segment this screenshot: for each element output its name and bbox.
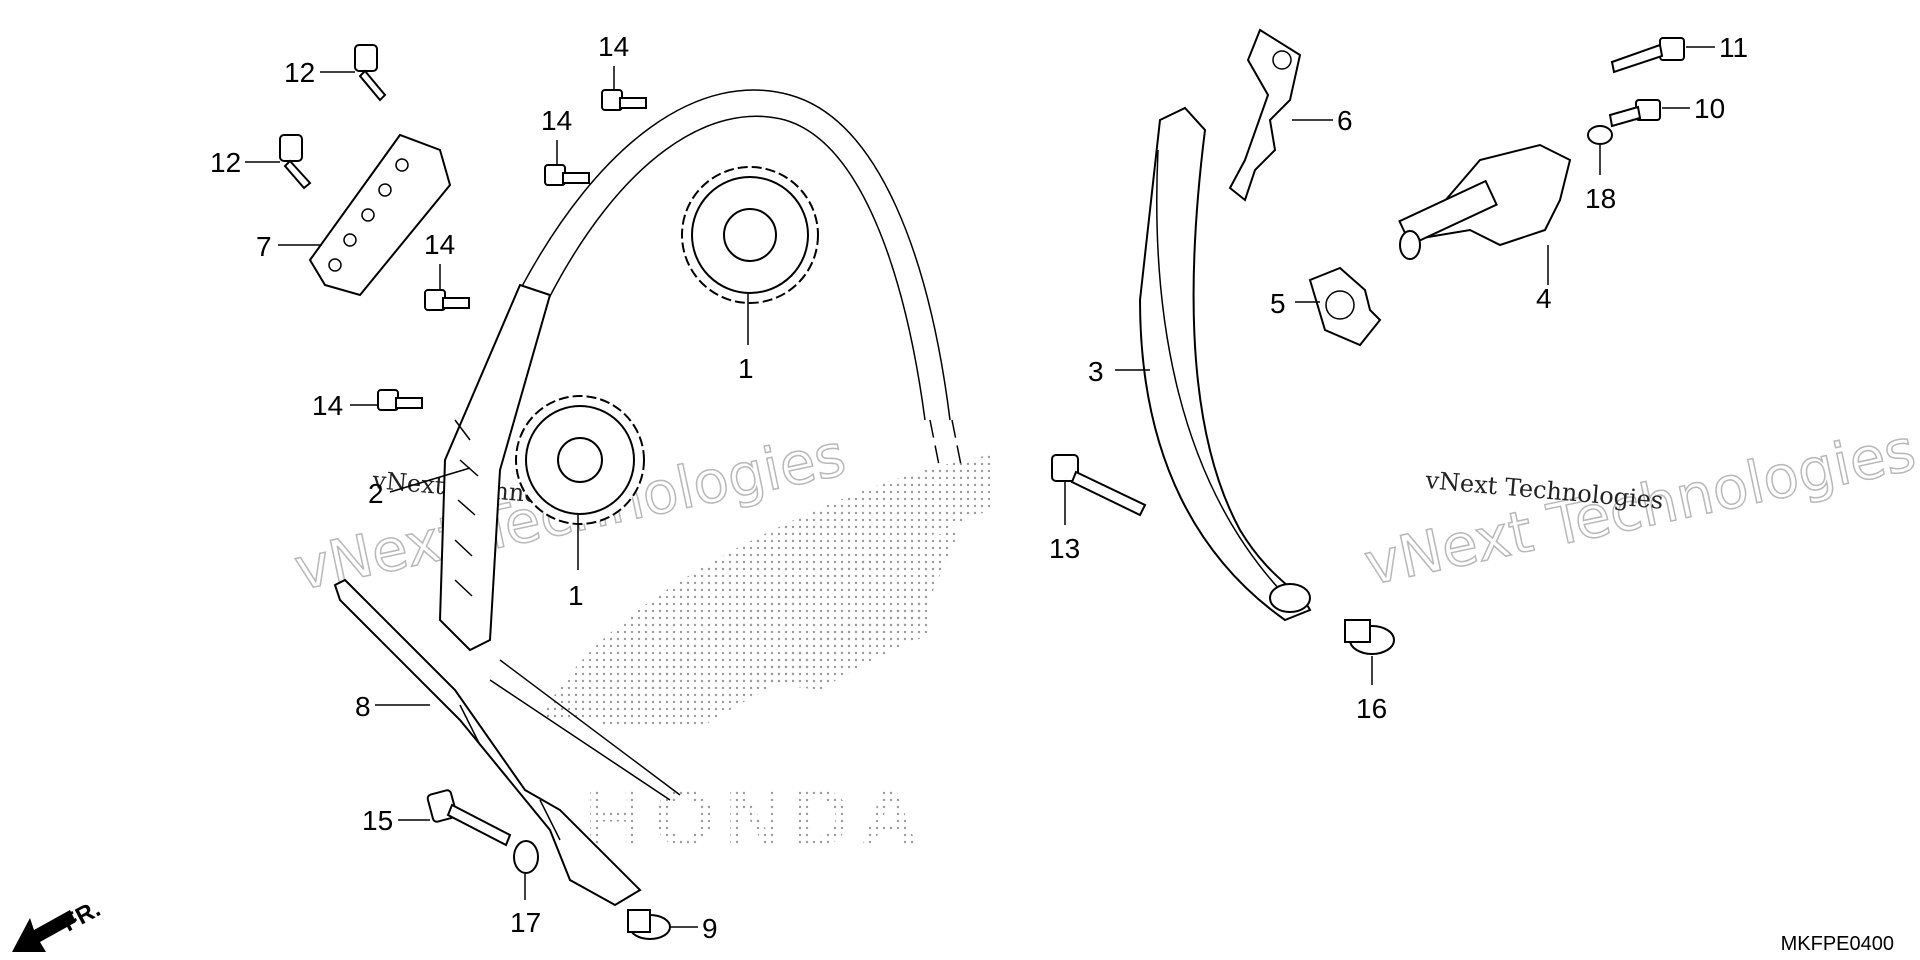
- arrow-icon: [12, 910, 76, 952]
- honda-logo-text: HONDA: [585, 773, 928, 862]
- callout-14-d: 14: [312, 390, 343, 421]
- callout-4: 4: [1536, 283, 1552, 314]
- cam-sprocket-upper: [681, 166, 819, 304]
- callout-7: 7: [256, 231, 272, 262]
- callout-6: 6: [1337, 105, 1353, 136]
- bolt-15: [426, 789, 512, 847]
- bolt-14-c: [424, 289, 470, 311]
- cam-sprocket-lower: [515, 395, 645, 525]
- tensioner-lifter: [1398, 143, 1572, 260]
- callout-1-lower: 1: [568, 580, 584, 611]
- gasket-5: [1308, 266, 1382, 347]
- bolt-14-d: [377, 389, 423, 411]
- bolt-14-b: [544, 164, 590, 186]
- guide-bracket: [1228, 28, 1302, 202]
- washer-18: [1587, 125, 1613, 145]
- leader-lines: [245, 46, 1715, 928]
- callout-12-top: 12: [284, 57, 315, 88]
- bolt-12-lower: [279, 134, 312, 190]
- callout-5: 5: [1270, 288, 1286, 319]
- callout-3: 3: [1088, 356, 1104, 387]
- bolt-11: [1610, 37, 1685, 74]
- callout-17: 17: [510, 907, 541, 938]
- tensioner-arm: [1138, 106, 1312, 622]
- collar-9: [627, 909, 671, 940]
- callout-labels: 1 1 2 3 4 5 6 7 8 9 10 11 12 12 13 14 14…: [210, 31, 1748, 944]
- callout-13: 13: [1049, 533, 1080, 564]
- bolt-12-top: [354, 44, 387, 102]
- collar-16: [1344, 619, 1395, 655]
- callout-11: 11: [1719, 32, 1748, 63]
- honda-wing-watermark: HONDA: [540, 455, 990, 862]
- callout-12-lower: 12: [210, 147, 241, 178]
- callout-14-b: 14: [541, 105, 572, 136]
- callout-1-upper: 1: [738, 353, 754, 384]
- bracket-plate: [308, 133, 452, 297]
- washer-17: [513, 840, 539, 874]
- bolt-13: [1051, 454, 1147, 517]
- callout-2: 2: [368, 478, 384, 509]
- front-label: FR.: [58, 895, 105, 937]
- callout-18: 18: [1585, 183, 1616, 214]
- callout-15: 15: [362, 805, 393, 836]
- callout-14-c: 14: [424, 229, 455, 260]
- bolt-10: [1608, 99, 1661, 128]
- callout-10: 10: [1694, 93, 1725, 124]
- callout-14-a: 14: [598, 31, 629, 62]
- drawing-code: MKFPE0400: [1780, 933, 1894, 955]
- front-direction-arrow: FR.: [12, 895, 105, 952]
- vnext-watermark-right: vNext Technologies vNext Technologies: [1358, 415, 1920, 600]
- bolt-14-a: [601, 89, 647, 111]
- cam-chain-guide: [333, 578, 642, 907]
- callout-16: 16: [1356, 693, 1387, 724]
- callout-8: 8: [355, 691, 371, 722]
- callout-9: 9: [702, 913, 718, 944]
